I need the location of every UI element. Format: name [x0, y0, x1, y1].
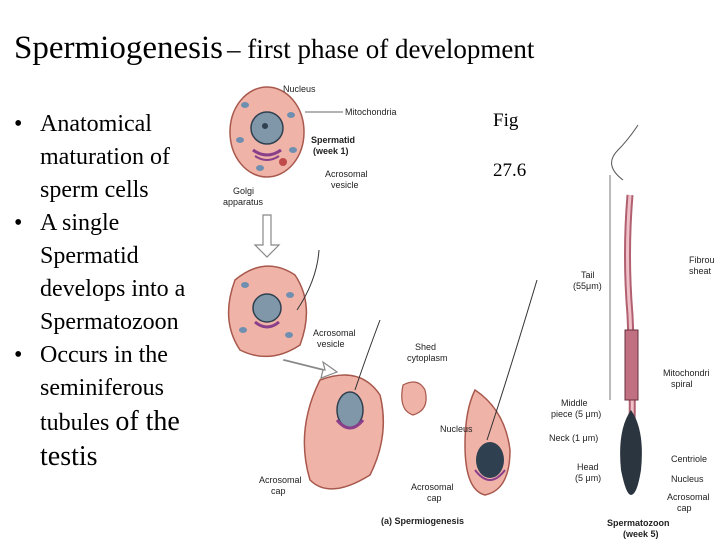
label-nucleus-right: Nucleus — [671, 474, 704, 484]
label-cap-mid: cap — [427, 493, 442, 503]
label-acrosomal-cap-left: Acrosomal — [259, 475, 302, 485]
bullet-dot-icon: • — [14, 342, 23, 368]
label-apparatus: apparatus — [223, 197, 264, 207]
bullet-line: develops into a — [40, 276, 186, 302]
label-acrosomal-right: Acrosomal — [667, 492, 710, 502]
bullet-line-large: of the — [115, 406, 180, 437]
bullet-list: • Anatomical maturation of sperm cells •… — [12, 108, 222, 475]
label-sheath: sheat — [689, 266, 712, 276]
label-vesicle-mid: vesicle — [317, 339, 345, 349]
bullet-line-large: testis — [40, 441, 98, 472]
label-middle: Middle — [561, 398, 588, 408]
bullet-line: tubules — [40, 410, 116, 436]
spermatid-cell-4 — [464, 279, 538, 496]
bullet-line: A single — [40, 210, 120, 236]
label-tail-length: (55μm) — [573, 281, 602, 291]
label-centriole: Centriole — [671, 454, 707, 464]
bullet-line: Spermatozoon — [40, 309, 179, 335]
diagonal-arrow-icon — [282, 359, 339, 379]
label-golgi: Golgi — [233, 186, 254, 196]
spermatid-cell-2 — [227, 249, 320, 358]
label-head: Head — [577, 462, 599, 472]
label-tail: Tail — [581, 270, 595, 280]
label-mitochondria: Mitochondria — [345, 107, 397, 117]
title-main: Spermiogenesis — [14, 30, 223, 66]
title-subtitle: – first phase of development — [226, 34, 535, 64]
label-acrosomal-cap-mid: Acrosomal — [411, 482, 454, 492]
spermatid-cell-3 — [303, 319, 385, 490]
down-arrow-icon — [253, 214, 281, 258]
label-head-length: (5 μm) — [575, 473, 601, 483]
label-nucleus-top: Nucleus — [283, 84, 316, 94]
spermatid-week1-cell — [229, 86, 305, 178]
label-mito-spiral: Mitochondri — [663, 368, 710, 378]
label-acrosomal-vesicle-top: Acrosomal — [325, 169, 368, 179]
figure-label: Fig — [493, 110, 519, 131]
label-spiral: spiral — [671, 379, 693, 389]
bullet-line: seminiferous — [40, 375, 164, 401]
bullet-item: • A single Spermatid develops into a Spe… — [12, 207, 222, 339]
label-spermatozoon: Spermatozoon — [607, 518, 670, 528]
label-middle-length: piece (5 μm) — [551, 409, 601, 419]
label-cap-right: cap — [677, 503, 692, 513]
label-cap-left: cap — [271, 486, 286, 496]
figure-number: 27.6 — [493, 160, 527, 181]
bullet-line: Spermatid — [40, 243, 139, 269]
label-vesicle-top: vesicle — [331, 180, 359, 190]
label-cytoplasm: cytoplasm — [407, 353, 448, 363]
slide-title: Spermiogenesis – first phase of developm… — [14, 30, 534, 67]
label-fibrous: Fibrou — [689, 255, 715, 265]
diagram-caption: (a) Spermiogenesis — [381, 516, 464, 526]
label-shed: Shed — [415, 342, 436, 352]
figure-reference: Fig 27.6 — [493, 96, 526, 196]
bullet-line: maturation of — [40, 144, 170, 170]
shed-cytoplasm-shape — [401, 381, 427, 416]
label-week5: (week 5) — [623, 529, 659, 539]
bullet-line: Occurs in the — [40, 342, 168, 368]
label-neck: Neck (1 μm) — [549, 433, 598, 443]
bullet-dot-icon: • — [14, 111, 23, 137]
bullet-item: • Occurs in the seminiferous tubules of … — [12, 339, 222, 475]
bullet-dot-icon: • — [14, 210, 23, 236]
label-spermatid: Spermatid — [311, 135, 355, 145]
label-week1: (week 1) — [313, 146, 349, 156]
bullet-item: • Anatomical maturation of sperm cells — [12, 108, 222, 207]
spermatozoon-figure — [611, 124, 642, 495]
label-acrosomal-vesicle-mid: Acrosomal — [313, 328, 356, 338]
bullet-line: Anatomical — [40, 111, 152, 137]
label-nucleus-lower: Nucleus — [440, 424, 473, 434]
spermiogenesis-diagram: Nucleus Mitochondria Spermatid (week 1) … — [223, 84, 715, 539]
bullet-line: sperm cells — [40, 177, 149, 203]
